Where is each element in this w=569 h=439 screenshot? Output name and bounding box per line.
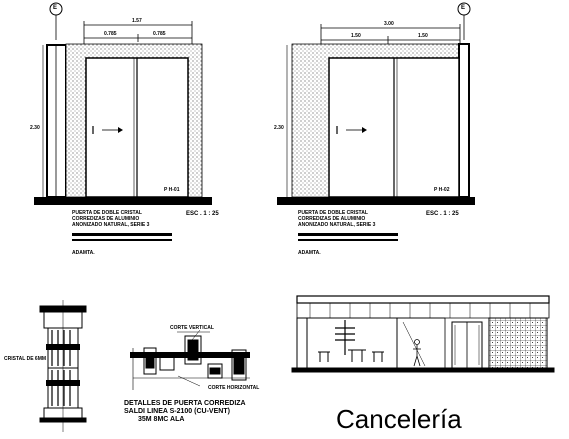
left-width-b: 0.785 bbox=[153, 31, 166, 37]
left-desc-line-2: CORREDIZAS DE ALUMINIO bbox=[72, 216, 140, 222]
left-description: PUERTA DE DOBLE CRISTAL CORREDIZAS DE AL… bbox=[72, 211, 149, 228]
left-width-total: 1.57 bbox=[132, 18, 142, 24]
left-scale: ESC . 1 : 25 bbox=[186, 211, 219, 217]
vertical-section-detail bbox=[39, 300, 87, 432]
axis-label-right: E bbox=[461, 5, 466, 11]
facade-elevation bbox=[291, 295, 555, 373]
left-desc-line-3: ANONIZADO NATURAL, SERIE 3 bbox=[72, 222, 150, 228]
cristal-label: CRISTAL DE 6MM bbox=[4, 356, 47, 362]
sheet-title: Cancelería bbox=[336, 404, 462, 434]
right-width-a: 1.50 bbox=[351, 33, 361, 39]
right-note: ADAMTA. bbox=[298, 250, 321, 256]
axis-label-left: E bbox=[53, 5, 58, 11]
right-desc-line-2: CORREDIZAS DE ALUMINIO bbox=[298, 216, 366, 222]
axis-marker-left bbox=[49, 2, 63, 16]
right-height: 2.30 bbox=[274, 125, 284, 131]
right-scale: ESC . 1 : 25 bbox=[426, 211, 459, 217]
left-door-tag: P H-01 bbox=[164, 187, 180, 193]
corte-horizontal-label: CORTE HORIZONTAL bbox=[208, 385, 260, 391]
right-desc-line-3: ANONIZADO NATURAL, SERIE 3 bbox=[298, 222, 376, 228]
corte-vertical-label: CORTE VERTICAL bbox=[170, 325, 214, 331]
left-desc-line-1: PUERTA DE DOBLE CRISTAL bbox=[72, 210, 142, 216]
horizontal-section-detail bbox=[130, 329, 250, 390]
left-note: ADAMTA. bbox=[72, 250, 95, 256]
right-width-b: 1.50 bbox=[418, 33, 428, 39]
left-height: 2.30 bbox=[30, 125, 40, 131]
details-heading-line-2: SALDI LINEA S-2100 (CU-VENT) bbox=[124, 408, 230, 415]
left-width-a: 0.785 bbox=[104, 31, 117, 37]
right-desc-line-1: PUERTA DE DOBLE CRISTAL bbox=[298, 210, 368, 216]
right-door-tag: P H-02 bbox=[434, 187, 450, 193]
details-heading-line-1: DETALLES DE PUERTA CORREDIZA bbox=[124, 400, 246, 407]
details-heading: DETALLES DE PUERTA CORREDIZA SALDI LINEA… bbox=[124, 400, 246, 423]
right-door-elevation bbox=[277, 2, 475, 241]
right-description: PUERTA DE DOBLE CRISTAL CORREDIZAS DE AL… bbox=[298, 211, 375, 228]
right-width-total: 3.00 bbox=[384, 21, 394, 27]
details-heading-line-3: 35M 8MC ALA bbox=[138, 416, 185, 423]
left-door-elevation bbox=[34, 2, 212, 241]
axis-marker-right bbox=[457, 2, 471, 16]
